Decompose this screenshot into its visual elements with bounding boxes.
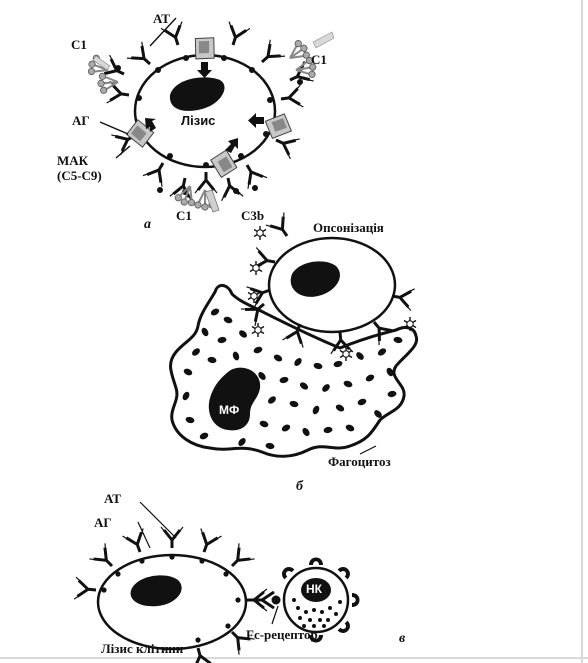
panel-c-target-cell (98, 555, 246, 649)
panel-c-label-cell-lysis: Лізис клітини (101, 642, 183, 655)
panel-b-phago-leader (360, 446, 376, 454)
panel-b-label-mf: МФ (219, 404, 239, 416)
panel-b-label-phagocytosis: Фагоцитоз (328, 455, 391, 468)
panel-a-label-at: АТ (153, 12, 170, 25)
panel-a-letter: а (144, 218, 151, 232)
panel-a-label-ag: АГ (72, 114, 90, 127)
panel-a-label-c1-right: С1 (311, 53, 327, 66)
panel-c-letter: в (399, 632, 405, 646)
panel-a-label-mak: МАК (57, 154, 88, 167)
panel-a-label-c1-left: С1 (71, 38, 87, 51)
panel-a-label-lysis: Лізис (181, 114, 215, 127)
panel-c-label-ag: АГ (94, 516, 112, 529)
panel-b-letter: б (296, 480, 303, 494)
panel-c-label-fc-receptor: Fc-рецептор (246, 628, 318, 641)
panel-b-label-opsonization: Опсонізація (313, 221, 384, 234)
panel-c-label-nk: НК (306, 583, 322, 595)
panel-a-label-c1-bottom: С1 (176, 209, 192, 222)
panel-c-label-at: АТ (104, 492, 121, 505)
panel-a-label-mak-sub: (С5-С9) (57, 169, 102, 182)
panel-b-opsonization-phagocytosis (171, 212, 417, 456)
panel-a-label-c3b: С3b (241, 209, 264, 222)
